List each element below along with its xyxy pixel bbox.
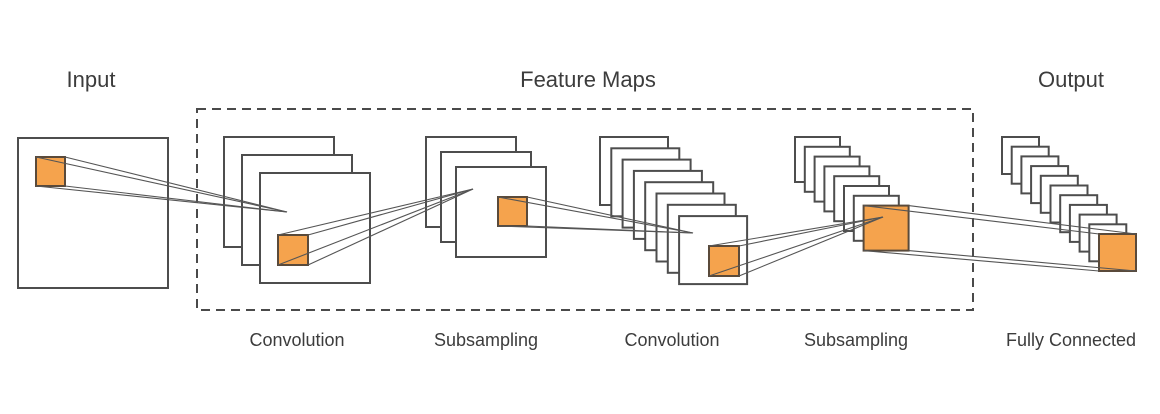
connector-conv1-to-sub1	[277, 188, 474, 266]
connector-sub1-to-conv2	[497, 196, 694, 234]
stage-label-conv1: Convolution	[249, 330, 344, 350]
connector-conv2-to-sub2	[708, 216, 884, 247]
sub2-feature-map	[862, 204, 910, 252]
conv1-feature-map	[259, 172, 371, 284]
stage-label-sub1: Subsampling	[434, 330, 538, 350]
connector-conv2-to-sub2	[708, 216, 884, 277]
connector-input-to-conv1	[35, 185, 288, 213]
stage-sub1	[425, 136, 547, 258]
connector-input-to-conv1	[35, 156, 288, 213]
connector-input-to-conv1	[64, 156, 288, 213]
connector-sub1-to-conv2	[526, 225, 694, 234]
stage-conv2	[599, 136, 749, 286]
connector-input-to-conv1	[64, 185, 288, 213]
connector-conv1-to-sub1	[277, 188, 474, 236]
stage-input	[17, 137, 169, 289]
stage-label-conv2: Convolution	[624, 330, 719, 350]
stage-fc	[1001, 136, 1137, 272]
input-title: Input	[67, 67, 116, 92]
stage-sub2	[794, 136, 910, 252]
connector-conv1-to-sub1	[307, 188, 474, 266]
connectors	[35, 156, 1137, 277]
feature-maps-frame	[196, 108, 974, 311]
feature-maps-title: Feature Maps	[520, 67, 656, 92]
connector-conv2-to-sub2	[738, 216, 884, 247]
layers	[17, 136, 1137, 289]
fc-feature-map	[1098, 233, 1137, 272]
conv2-kernel-window	[708, 245, 740, 277]
stage-label-fc: Fully Connected	[1006, 330, 1136, 350]
connector-sub2-to-fc	[908, 250, 1137, 272]
conv1-kernel-window	[277, 234, 309, 266]
connector-conv1-to-sub1	[307, 188, 474, 236]
connector-sub2-to-fc	[863, 205, 1100, 235]
input-kernel-window	[35, 156, 66, 187]
connector-conv2-to-sub2	[738, 216, 884, 277]
connector-sub1-to-conv2	[526, 196, 694, 234]
connector-sub2-to-fc	[863, 250, 1100, 272]
stage-conv1	[223, 136, 371, 284]
connector-sub2-to-fc	[908, 205, 1137, 235]
output-title: Output	[1038, 67, 1104, 92]
stage-label-sub2: Subsampling	[804, 330, 908, 350]
